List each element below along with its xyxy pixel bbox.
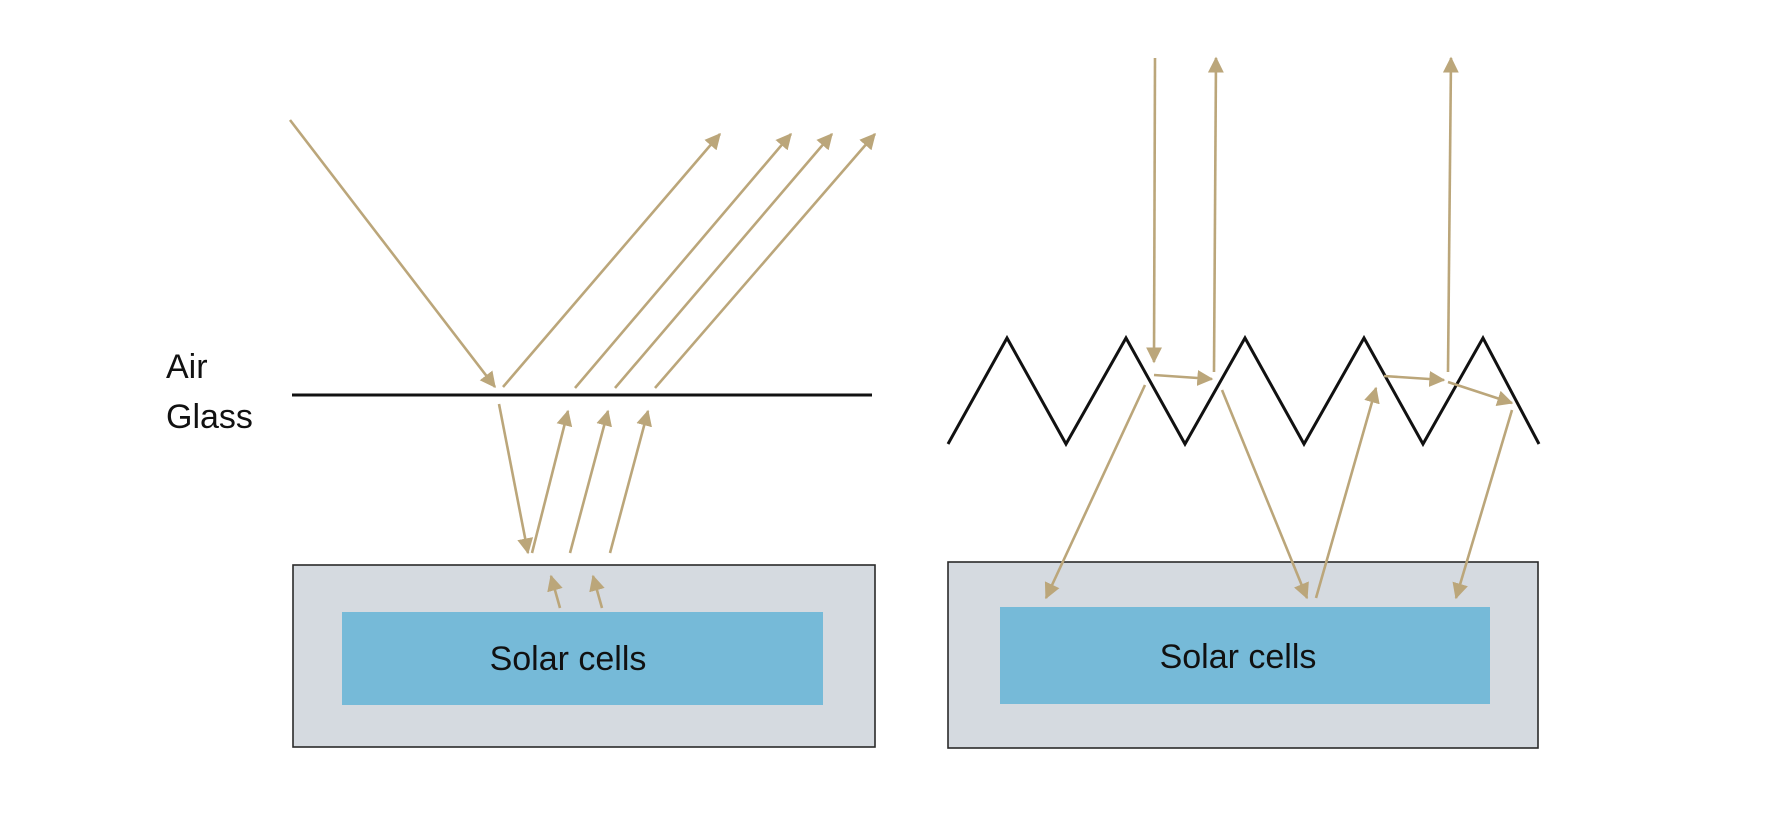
right-light-rays — [1044, 56, 1514, 600]
incident-ray — [1146, 57, 1163, 364]
internal-reflected-ray — [568, 409, 612, 554]
internal-reflected-ray — [608, 409, 652, 554]
left-light-rays — [288, 119, 876, 609]
escaping-ray — [1442, 56, 1459, 373]
solar-cells-left-label: Solar cells — [490, 640, 647, 678]
reflected-ray — [574, 132, 792, 389]
textured-glass-panel: Solar cells — [946, 56, 1541, 749]
reflected-ray — [614, 132, 833, 389]
reflected-ray — [654, 132, 876, 389]
air-label: Air — [166, 348, 208, 386]
escaping-ray — [1207, 56, 1224, 373]
cell-reflected-ray — [1314, 386, 1380, 599]
solar-cells-left — [342, 612, 823, 705]
refracted-ray — [1452, 409, 1514, 600]
incident-ray — [288, 119, 497, 389]
reflected-ray — [502, 132, 721, 388]
refracted-ray — [1044, 384, 1147, 600]
solar-cells-right-label: Solar cells — [1160, 638, 1317, 676]
flat-glass-panel: Air Glass Solar cells — [166, 119, 876, 748]
textured-glass-surface — [946, 334, 1541, 448]
redirected-ray — [1447, 380, 1514, 407]
refracted-ray — [1220, 389, 1309, 600]
redirected-ray — [1383, 371, 1446, 388]
glass-label: Glass — [166, 398, 253, 436]
refracted-ray — [497, 403, 534, 555]
cell-reflected-ray — [589, 574, 605, 609]
redirected-ray — [1153, 370, 1214, 386]
solar-cells-right — [1000, 607, 1490, 704]
internal-reflected-ray — [530, 409, 573, 554]
cell-reflected-ray — [547, 574, 563, 609]
